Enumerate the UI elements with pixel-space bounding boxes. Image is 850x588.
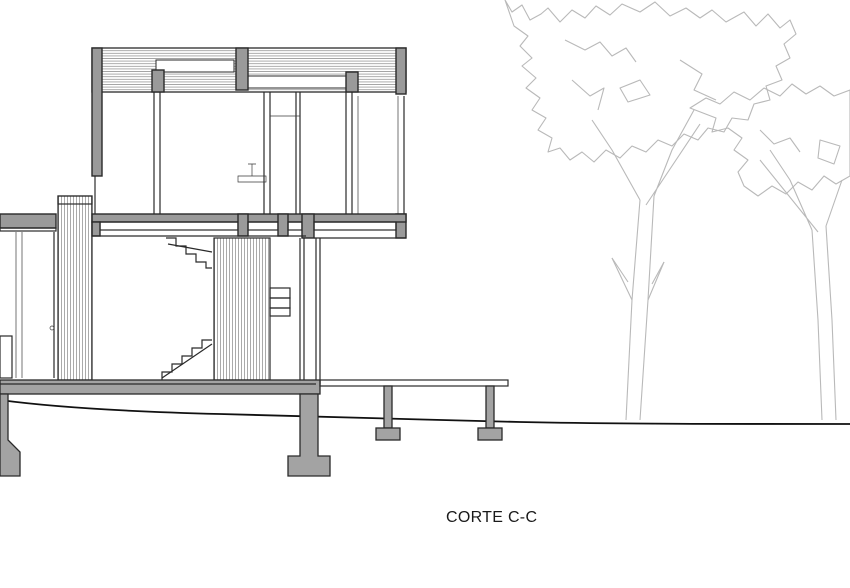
lower-floor [0,195,321,395]
deck [319,379,509,441]
trees [504,0,850,421]
section-caption: CORTE C-C [446,509,538,526]
ground-line [0,399,850,425]
foundations [0,393,331,477]
left-structure [0,213,57,379]
upper-floor [91,47,407,239]
